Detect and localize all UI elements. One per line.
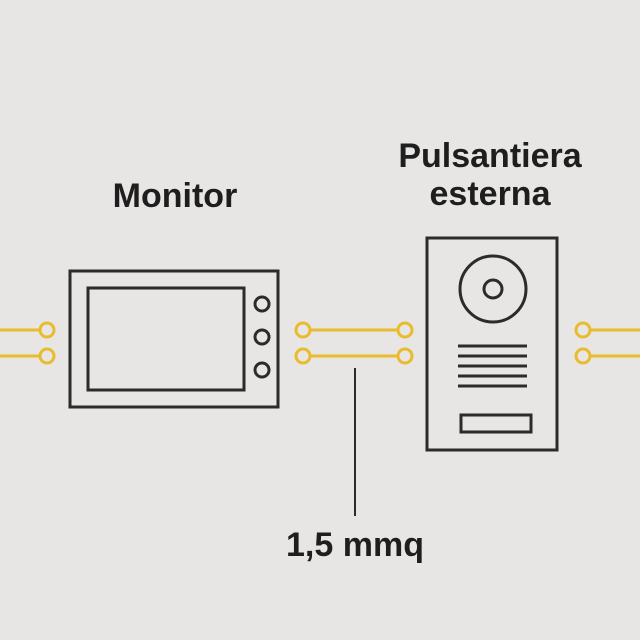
wire-terminal-icon: [38, 347, 56, 365]
cable-section-label: 1,5 mmq: [286, 526, 424, 564]
monitor-button: [253, 361, 271, 379]
external-station-label-line1: Pulsantiera: [398, 137, 582, 175]
wire-terminal-icon: [294, 347, 312, 365]
monitor-button: [253, 328, 271, 346]
external-station-label-line2: esterna: [429, 175, 551, 213]
monitor-body: [68, 269, 280, 409]
wire-terminal-icon: [294, 321, 312, 339]
wire-middle: [294, 321, 414, 365]
wire-terminal-icon: [396, 347, 414, 365]
door-station-body: [425, 236, 559, 452]
camera-lens-outer: [458, 254, 528, 324]
call-button: [459, 413, 533, 434]
wire-terminal-icon: [574, 321, 592, 339]
wire-left: [0, 321, 56, 365]
monitor-label: Monitor: [112, 177, 238, 215]
wire-terminal-icon: [38, 321, 56, 339]
wire-right: [574, 321, 640, 365]
wire-terminal-icon: [396, 321, 414, 339]
external-station-label: Pulsantiera esterna: [355, 137, 625, 213]
wires: [0, 321, 640, 365]
door-station-icon: [425, 236, 559, 452]
monitor-button: [253, 295, 271, 313]
camera-lens-inner: [482, 278, 504, 300]
monitor-screen: [86, 286, 246, 392]
wire-terminal-icon: [574, 347, 592, 365]
speaker-grille: [458, 344, 527, 388]
monitor-icon: [68, 269, 280, 409]
